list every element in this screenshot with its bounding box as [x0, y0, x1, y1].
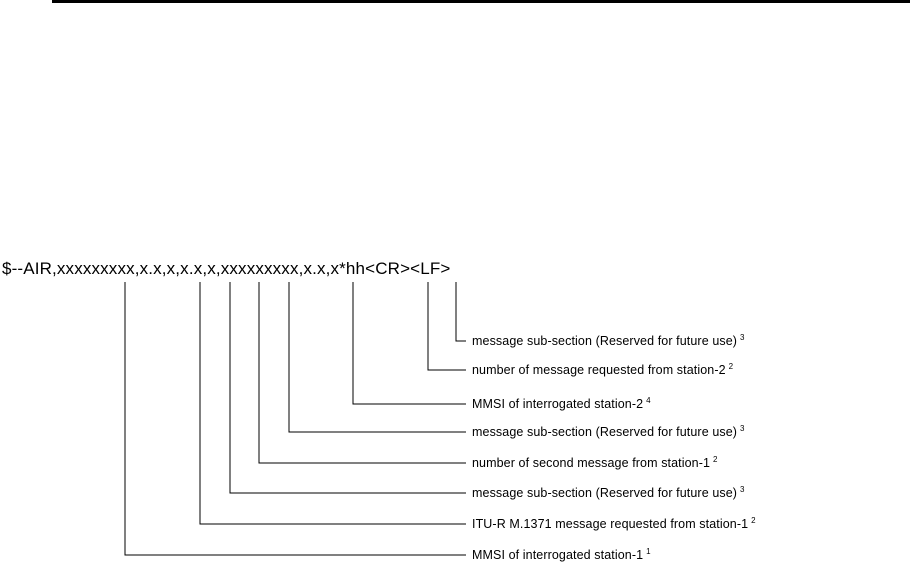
leader-line-message-requested-station-2: [427, 282, 466, 371]
leader-line-message-subsection-3: [455, 282, 466, 342]
leader-line-message-subsection-2: [288, 282, 466, 433]
field-label-message-subsection-3: message sub-section (Reserved for future…: [472, 333, 745, 348]
leader-line-message-requested-station-1: [199, 282, 466, 525]
leader-line-mmsi-station-2: [352, 282, 466, 405]
field-label-message-requested-station-1: ITU-R M.1371 message requested from stat…: [472, 516, 756, 531]
sentence-format: $--AIR,xxxxxxxxx,x.x,x,x.x,x,xxxxxxxxx,x…: [2, 259, 451, 278]
field-label-message-requested-station-2: number of message requested from station…: [472, 362, 734, 377]
field-label-message-subsection-1: message sub-section (Reserved for future…: [472, 485, 745, 500]
leader-line-message-subsection-1: [229, 282, 466, 494]
field-label-message-subsection-2: message sub-section (Reserved for future…: [472, 424, 745, 439]
top-rule: [52, 0, 910, 3]
leader-line-mmsi-station-1: [124, 282, 466, 556]
leader-line-second-message-station-1: [258, 282, 466, 464]
